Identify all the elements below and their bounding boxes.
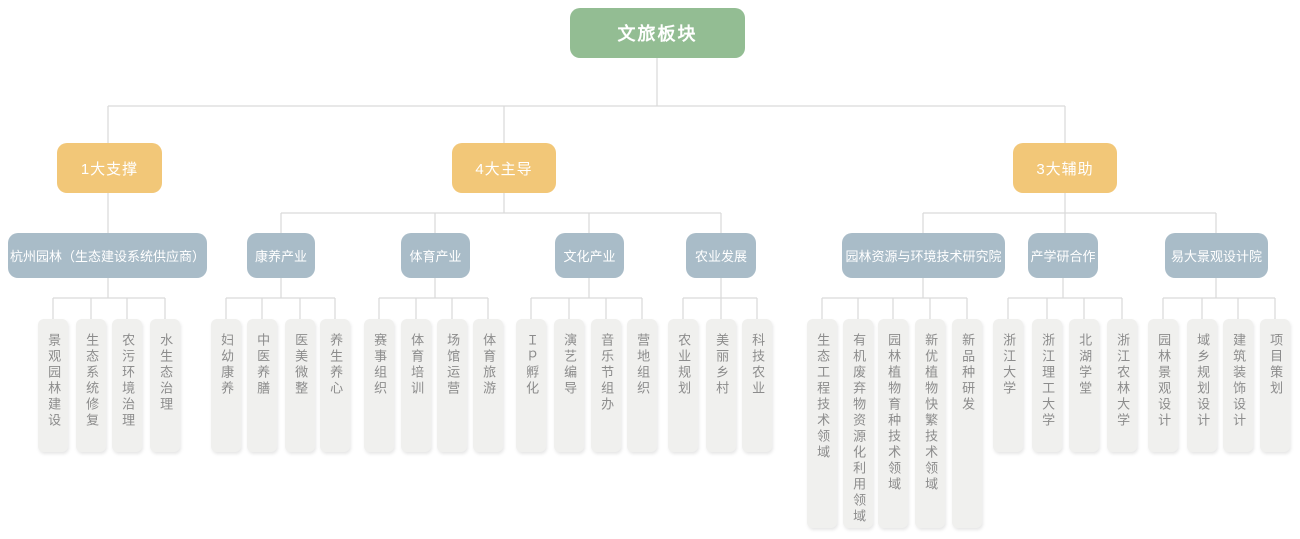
branch3-to-children-lines [922, 193, 1217, 233]
leaf-label: 体育旅游 [481, 333, 497, 397]
leaf-label: 水生态治理 [158, 333, 174, 413]
leaf-label: 农业规划 [676, 333, 692, 397]
leaf-label: 建筑装饰设计 [1231, 333, 1247, 429]
leaf-label: 有机废弃物资源化利用领域 [851, 333, 867, 525]
leaf-label: 农污环境治理 [120, 333, 136, 429]
leaf-node: 场馆运营 [437, 319, 467, 452]
wenhua-to-leaves-lines [530, 278, 643, 319]
leaf-node: 园林植物育种技术领域 [878, 319, 908, 528]
leaf-label: 美丽乡村 [714, 333, 730, 397]
kangyang-to-leaves-lines [225, 278, 336, 319]
leaf-node: 北湖学堂 [1069, 319, 1099, 452]
leaf-label: 园林植物育种技术领域 [886, 333, 902, 493]
leaf-label: 域乡规划设计 [1195, 333, 1211, 429]
leaf-node: 浙江理工大学 [1032, 319, 1062, 452]
chanxueyan-to-leaves-lines [1007, 278, 1123, 319]
leaf-label: 浙江农林大学 [1115, 333, 1131, 429]
leaf-label: 浙江大学 [1001, 333, 1017, 397]
yida-to-leaves-lines [1162, 278, 1276, 319]
category-node-wenhua: 文化产业 [555, 233, 624, 278]
category-node-chanxueyan: 产学研合作 [1028, 233, 1098, 278]
category-node-kangyang: 康养产业 [247, 233, 315, 278]
leaf-label: 浙江理工大学 [1040, 333, 1056, 429]
leaf-node: 演艺编导 [554, 319, 584, 452]
leaf-label: 生态系统修复 [84, 333, 100, 429]
institute-to-leaves-lines [821, 278, 968, 319]
leaf-label: 体育培训 [409, 333, 425, 397]
category-node-tiyu: 体育产业 [401, 233, 470, 278]
leaf-label: Ｉｐ孵化 [524, 333, 540, 397]
leaf-label: 园林景观设计 [1156, 333, 1172, 429]
leaf-node: 有机废弃物资源化利用领域 [843, 319, 873, 528]
leaf-node: 体育培训 [401, 319, 431, 452]
leaf-node: 医美微整 [285, 319, 315, 452]
leaf-node: 赛事组织 [364, 319, 394, 452]
root-to-branches-lines [107, 58, 1066, 143]
nongye-to-leaves-lines [682, 278, 758, 319]
branch-node-4-leading: 4大主导 [452, 143, 556, 193]
leaf-label: 北湖学堂 [1077, 333, 1093, 397]
leaf-node: 音乐节组办 [591, 319, 621, 452]
leaf-node: 浙江大学 [993, 319, 1023, 452]
leaf-label: 生态工程技术领域 [815, 333, 831, 461]
leaf-node: 体育旅游 [473, 319, 503, 452]
leaf-node: 生态工程技术领域 [807, 319, 837, 528]
leaf-node: 新优植物快繁技术领域 [915, 319, 945, 528]
category-node-institute: 园林资源与环境技术研究院 [842, 233, 1005, 278]
leaf-node: 建筑装饰设计 [1223, 319, 1253, 452]
leaf-label: 科技农业 [750, 333, 766, 397]
category-node-hangzhou-yuanlin: 杭州园林（生态建设系统供应商） [8, 233, 207, 278]
leaf-label: 妇幼康养 [219, 333, 235, 397]
leaf-label: 项目策划 [1268, 333, 1284, 397]
branch-node-1-support: 1大支撑 [57, 143, 162, 193]
leaf-node: 农污环境治理 [112, 319, 142, 452]
leaf-node: 园林景观设计 [1148, 319, 1178, 452]
leaf-node: 中医养膳 [247, 319, 277, 452]
branch-node-3-auxiliary: 3大辅助 [1013, 143, 1117, 193]
category-node-nongye: 农业发展 [686, 233, 756, 278]
leaf-node: 项目策划 [1260, 319, 1290, 452]
tiyu-to-leaves-lines [378, 278, 489, 319]
leaf-node: 养生养心 [320, 319, 350, 452]
branch2-to-children-lines [280, 193, 722, 233]
leaf-node: 农业规划 [668, 319, 698, 452]
leaf-node: 域乡规划设计 [1187, 319, 1217, 452]
leaf-node: Ｉｐ孵化 [516, 319, 546, 452]
root-node-wenlv-bankuai: 文旅板块 [570, 8, 745, 58]
leaf-label: 新优植物快繁技术领域 [923, 333, 939, 493]
leaf-node: 妇幼康养 [211, 319, 241, 452]
leaf-label: 养生养心 [328, 333, 344, 397]
leaf-label: 音乐节组办 [599, 333, 615, 413]
leaf-node: 营地组织 [627, 319, 657, 452]
category-node-yida-design: 易大景观设计院 [1165, 233, 1268, 278]
leaf-label: 中医养膳 [255, 333, 271, 397]
leaf-node: 新品种研发 [952, 319, 982, 528]
leaf-node: 浙江农林大学 [1107, 319, 1137, 452]
leaf-label: 景观园林建设 [46, 333, 62, 429]
leaf-label: 赛事组织 [372, 333, 388, 397]
leaf-label: 新品种研发 [960, 333, 976, 413]
leaf-node: 景观园林建设 [38, 319, 68, 452]
leaf-node: 科技农业 [742, 319, 772, 452]
hangzhou-to-leaves-lines [52, 278, 166, 319]
leaf-label: 医美微整 [293, 333, 309, 397]
leaf-node: 生态系统修复 [76, 319, 106, 452]
leaf-label: 演艺编导 [562, 333, 578, 397]
leaf-label: 营地组织 [635, 333, 651, 397]
leaf-node: 水生态治理 [150, 319, 180, 452]
leaf-label: 场馆运营 [445, 333, 461, 397]
leaf-node: 美丽乡村 [706, 319, 736, 452]
